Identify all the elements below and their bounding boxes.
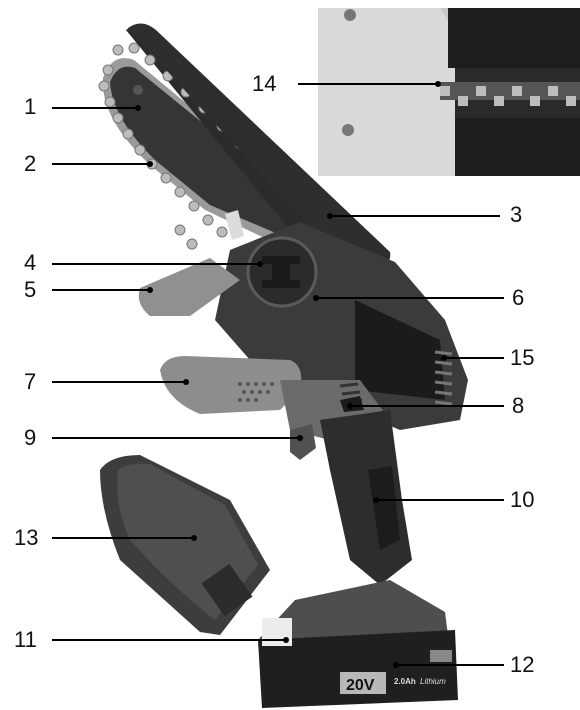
callout-11: 11 [14, 627, 37, 652]
callout-1: 1 [24, 94, 37, 119]
callout-8: 8 [512, 393, 525, 418]
front-handle [160, 356, 302, 414]
battery-pack [258, 580, 458, 708]
callout-12: 12 [510, 652, 535, 677]
inset-chain-detail [318, 8, 580, 176]
callout-13: 13 [14, 525, 39, 550]
callout-2: 2 [24, 151, 37, 176]
callout-9: 9 [24, 425, 37, 450]
battery-capacity: 2.0Ah [394, 677, 416, 686]
callout-7: 7 [24, 369, 37, 394]
trigger [290, 424, 316, 460]
guard-cover [128, 23, 391, 273]
battery-voltage: 20V [346, 677, 375, 694]
callout-3: 3 [510, 202, 523, 227]
callout-6: 6 [512, 285, 525, 310]
chain-cover [100, 455, 270, 635]
rear-handle [320, 410, 412, 585]
callout-15: 15 [510, 345, 535, 370]
callout-lines [52, 83, 504, 666]
callout-14: 14 [252, 71, 277, 96]
motor-body [215, 222, 468, 430]
callout-5: 5 [24, 277, 37, 302]
front-guard [138, 258, 240, 316]
battery-chemistry: Lithium [420, 677, 446, 686]
callout-10: 10 [510, 487, 535, 512]
callout-4: 4 [24, 250, 37, 275]
